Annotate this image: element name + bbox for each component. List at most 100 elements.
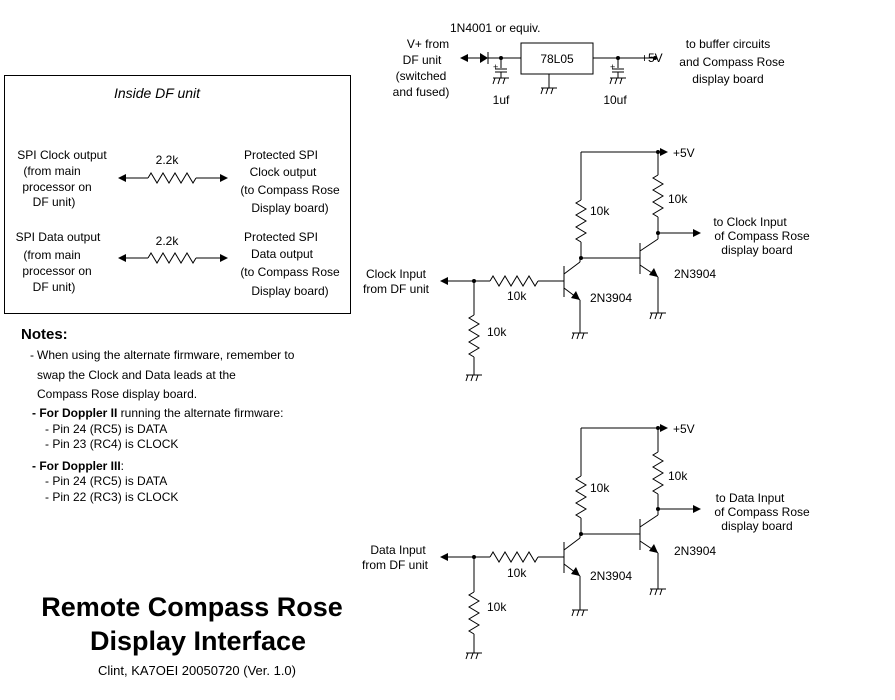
ground-icon xyxy=(571,332,588,340)
data-in-label-2: from DF unit xyxy=(362,558,429,572)
clock-q1-emitter-arrow-icon xyxy=(571,291,580,300)
data-out-arrow-icon xyxy=(693,505,701,513)
df-unit-box: Inside DF unit SPI Clock output (from ma… xyxy=(4,75,351,314)
clock-resistor-label: 2.2k xyxy=(156,153,180,167)
notes-doppler3: - For Doppler III: xyxy=(32,459,124,473)
dest-label-2: and Compass Rose xyxy=(679,55,785,69)
clock-in-label-1: Clock Input xyxy=(366,267,427,281)
data-vcc-arrow-icon xyxy=(660,424,668,432)
ground-icon xyxy=(465,652,482,660)
data-dst-3: (to Compass Rose xyxy=(240,265,340,279)
diode-symbol-icon xyxy=(480,53,488,63)
ground-icon xyxy=(465,374,482,382)
diode-label: 1N4001 or equiv. xyxy=(450,21,541,35)
notes-doppler3-data: - Pin 24 (RC5) is DATA xyxy=(45,474,167,488)
title-block: Remote Compass Rose Display Interface Cl… xyxy=(41,592,343,678)
resistor-2k2-data xyxy=(147,252,197,264)
clock-src-3: processor on xyxy=(22,180,91,194)
clock-in-arrow-icon xyxy=(440,277,448,285)
data-in-label-1: Data Input xyxy=(370,543,426,557)
dest-label-1: to buffer circuits xyxy=(686,37,770,51)
data-pullup2-label: 10k xyxy=(668,469,688,483)
df-box-border xyxy=(4,75,351,314)
clock-pullup1-resistor xyxy=(575,199,587,243)
clock-series-resistor xyxy=(489,275,539,287)
data-dst-1: Protected SPI xyxy=(244,230,318,244)
data-pullup2-resistor xyxy=(652,451,664,495)
clock-vcc-label: +5V xyxy=(673,146,695,160)
ground-icon xyxy=(571,609,588,617)
data-dst-4: Display board) xyxy=(251,284,328,298)
notes-line-1: When using the alternate firmware, remem… xyxy=(37,348,295,362)
svg-text:-: - xyxy=(30,348,34,362)
arrow-left-icon xyxy=(118,174,126,182)
notes-line-2: swap the Clock and Data leads at the xyxy=(37,368,236,382)
clock-q1-label: 2N3904 xyxy=(590,291,632,305)
data-vcc-label: +5V xyxy=(673,422,695,436)
data-pullup1-label: 10k xyxy=(590,481,610,495)
vin-label-2: DF unit xyxy=(403,53,442,67)
clock-in-label-2: from DF unit xyxy=(363,282,430,296)
data-dst-2: Data output xyxy=(251,247,314,261)
ground-icon xyxy=(649,588,666,596)
regulator-ic-label: 78L05 xyxy=(540,52,574,66)
clock-pullup2-resistor xyxy=(652,174,664,218)
clock-pullup2-label: 10k xyxy=(668,192,688,206)
dest-label-3: display board xyxy=(692,72,763,86)
vin-label-4: and fused) xyxy=(393,85,450,99)
clock-pulldown-label: 10k xyxy=(487,325,507,339)
vin-label-1: V+ from xyxy=(407,37,449,51)
data-out-label-2: of Compass Rose xyxy=(714,505,810,519)
clock-src-2: (from main xyxy=(23,164,80,178)
data-buffer-circuit: Data Input from DF unit 10k 10k 2N3904 xyxy=(362,422,810,660)
notes-doppler2: - For Doppler II running the alternate f… xyxy=(32,406,283,420)
ground-icon xyxy=(540,87,557,95)
data-src-3: processor on xyxy=(22,264,91,278)
df-box-title: Inside DF unit xyxy=(114,85,201,101)
clock-src-4: DF unit) xyxy=(33,195,76,209)
data-out-label-3: display board xyxy=(721,519,792,533)
arrow-right-icon xyxy=(220,254,228,262)
clock-src-1: SPI Clock output xyxy=(17,148,107,162)
data-src-2: (from main xyxy=(23,248,80,262)
ground-icon xyxy=(649,312,666,320)
svg-text:+: + xyxy=(493,62,498,72)
data-q1-emitter-arrow-icon xyxy=(571,567,580,576)
data-pulldown-label: 10k xyxy=(487,600,507,614)
vout-label: +5V xyxy=(641,51,663,65)
clock-pulldown-resistor xyxy=(468,314,480,358)
arrow-right-icon xyxy=(220,174,228,182)
title-line-1: Remote Compass Rose xyxy=(41,592,343,622)
notes-heading: Notes: xyxy=(21,326,68,343)
ground-icon xyxy=(609,77,626,85)
data-resistor-label: 2.2k xyxy=(156,234,180,248)
notes-section: Notes: - When using the alternate firmwa… xyxy=(21,326,295,504)
clock-out-label-3: display board xyxy=(721,243,792,257)
cap-out-label: 10uf xyxy=(603,93,627,107)
data-series-resistor xyxy=(489,551,539,563)
arrow-left-icon xyxy=(118,254,126,262)
data-src-1: SPI Data output xyxy=(16,230,101,244)
vin-label-3: (switched xyxy=(396,69,447,83)
svg-text:+: + xyxy=(610,62,615,72)
notes-line-3: Compass Rose display board. xyxy=(37,387,197,401)
title-line-2: Display Interface xyxy=(90,626,306,656)
data-q1-label: 2N3904 xyxy=(590,569,632,583)
clock-dst-2: Clock output xyxy=(250,165,317,179)
data-pullup1-resistor xyxy=(575,475,587,519)
title-credit: Clint, KA7OEI 20050720 (Ver. 1.0) xyxy=(98,663,296,678)
notes-doppler2-clock: - Pin 23 (RC4) is CLOCK xyxy=(45,437,178,451)
data-src-4: DF unit) xyxy=(33,280,76,294)
clock-vcc-arrow-icon xyxy=(660,148,668,156)
clock-dst-1: Protected SPI xyxy=(244,148,318,162)
vin-arrow-icon xyxy=(460,54,468,62)
clock-buffer-circuit: Clock Input from DF unit 10k 10k 2N3904 xyxy=(363,146,810,382)
data-pulldown-resistor xyxy=(468,591,480,635)
data-series-r-label: 10k xyxy=(507,566,527,580)
data-out-label-1: to Data Input xyxy=(716,491,785,505)
clock-dst-4: Display board) xyxy=(251,201,328,215)
notes-doppler3-clock: - Pin 22 (RC3) is CLOCK xyxy=(45,490,178,504)
clock-dst-3: (to Compass Rose xyxy=(240,183,340,197)
notes-doppler2-data: - Pin 24 (RC5) is DATA xyxy=(45,422,167,436)
clock-out-label-1: to Clock Input xyxy=(713,215,787,229)
